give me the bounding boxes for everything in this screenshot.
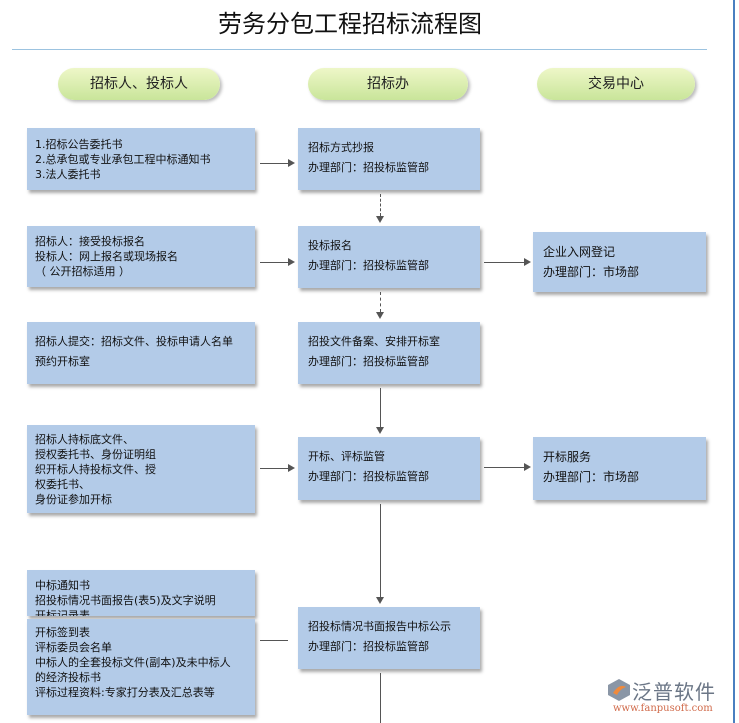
arrow-line — [484, 467, 524, 468]
left-box-1: 1.招标公告委托书 2.总承包或专业承包工程中标通知书 3.法人委托书 — [27, 128, 255, 190]
step-dept: 办理部门：招投标监管部 — [308, 470, 429, 483]
logo-name: 泛普软件 — [632, 680, 716, 704]
step-dept: 办理部门：招投标监管部 — [308, 259, 429, 272]
logo-icon — [608, 679, 630, 701]
step-name: 开标服务 — [543, 450, 592, 464]
office-step-3: 招投文件备案、安排开标室办理部门：招投标监管部 — [298, 322, 480, 384]
arrow-head — [524, 463, 531, 471]
exchange-step-1: 企业入网登记办理部门：市场部 — [533, 232, 706, 292]
step-name: 招标方式抄报 — [308, 141, 374, 154]
logo-url: www.fanpusoft.com — [613, 703, 713, 714]
left-box-6: 开标签到表 评标委员会名单 中标人的全套投标文件(副本)及未中标人 的经济投标书… — [27, 619, 255, 715]
arrow-head — [524, 258, 531, 266]
exchange-step-2: 开标服务办理部门：市场部 — [533, 437, 706, 500]
page-title: 劳务分包工程招标流程图 — [218, 10, 482, 38]
title-divider — [12, 49, 707, 50]
column-header-bidder: 招标人、投标人 — [58, 68, 220, 100]
arrow-line — [260, 262, 288, 263]
step-dept: 办理部门：市场部 — [543, 470, 640, 484]
step-name: 开标、评标监管 — [308, 450, 385, 463]
arrow-head — [288, 159, 295, 167]
arrow-head — [376, 312, 384, 319]
left-box-4: 招标人持标底文件、 授权委托书、身份证明组 织开标人持投标文件、授 权委托书、 … — [27, 425, 255, 513]
left-box-2: 招标人：接受投标报名 投标人：网上报名或现场报名 （ 公开招标适用 ） — [27, 226, 255, 287]
arrow-line — [260, 468, 288, 469]
arrow-head — [288, 258, 295, 266]
step-name: 招投标情况书面报告中标公示 — [308, 620, 451, 633]
arrow-line — [260, 163, 288, 164]
arrow-head — [288, 464, 295, 472]
step-dept: 办理部门：招投标监管部 — [308, 355, 429, 368]
arrow-line — [380, 292, 381, 312]
step-name: 招投文件备案、安排开标室 — [308, 335, 440, 348]
arrow-head — [376, 597, 384, 604]
office-step-2: 投标报名办理部门：招投标监管部 — [298, 226, 480, 288]
right-border — [733, 0, 735, 723]
arrow-head — [376, 216, 384, 223]
arrow-line — [260, 640, 288, 641]
arrow-line — [380, 388, 381, 427]
step-name: 投标报名 — [308, 239, 352, 252]
office-step-4: 开标、评标监管办理部门：招投标监管部 — [298, 437, 480, 500]
column-header-office: 招标办 — [308, 68, 468, 100]
arrow-head — [376, 427, 384, 434]
arrow-line — [380, 194, 381, 216]
column-header-exchange: 交易中心 — [537, 68, 695, 100]
left-box-5: 中标通知书 招投标情况书面报告(表5)及文字说明 开标记录表 — [27, 570, 255, 616]
office-step-5: 招投标情况书面报告中标公示办理部门：招投标监管部 — [298, 607, 480, 669]
arrow-line — [484, 262, 524, 263]
left-box-3: 招标人提交：招标文件、投标申请人名单 预约开标室 — [27, 322, 255, 384]
arrow-line — [380, 673, 381, 723]
arrow-line — [380, 504, 381, 597]
step-dept: 办理部门：招投标监管部 — [308, 161, 429, 174]
office-step-1: 招标方式抄报办理部门：招投标监管部 — [298, 128, 480, 190]
step-dept: 办理部门：招投标监管部 — [308, 640, 429, 653]
step-name: 企业入网登记 — [543, 245, 616, 259]
step-dept: 办理部门：市场部 — [543, 265, 640, 279]
